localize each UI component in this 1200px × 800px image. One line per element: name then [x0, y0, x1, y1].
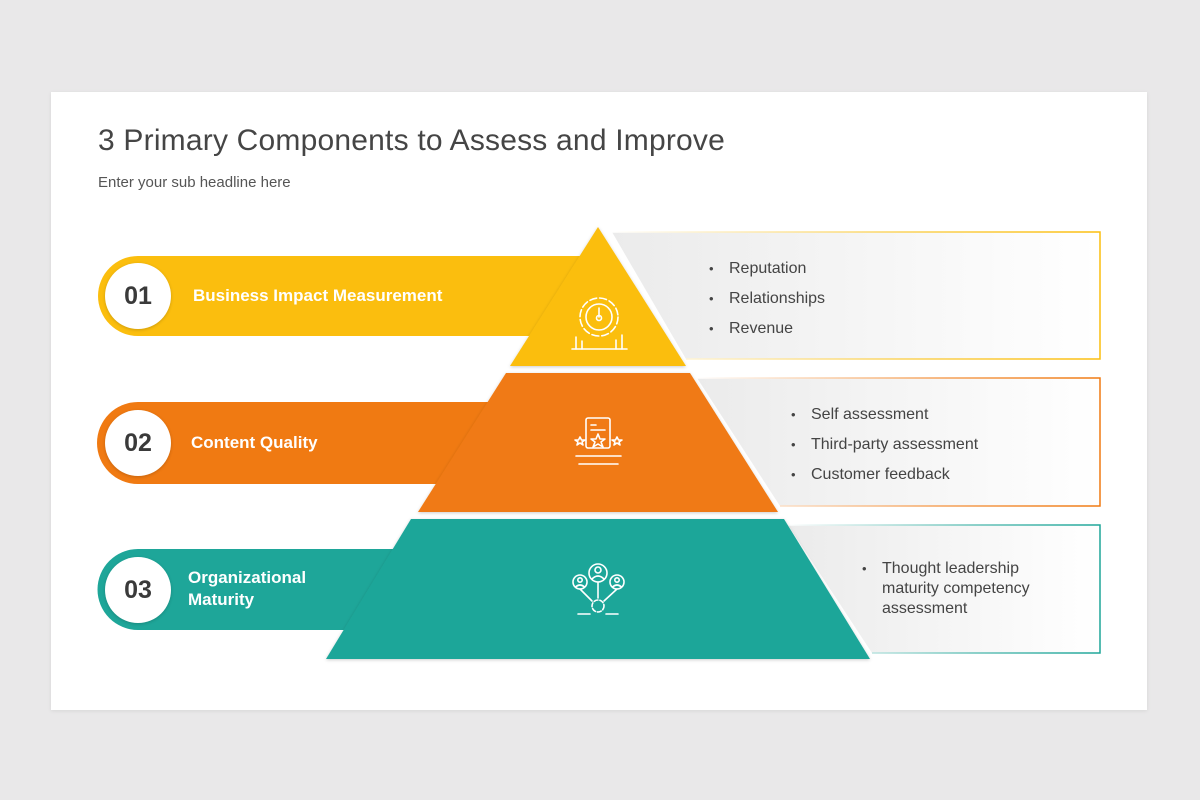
tier-label-3-line-1: Organizational: [188, 568, 307, 587]
tier-number-badge-2: 02: [105, 410, 171, 476]
rated-document-stars-icon: [574, 417, 623, 465]
tier-points-1: Reputation Relationships Revenue: [709, 254, 825, 344]
tier-points-2: Self assessment Third-party assessment C…: [791, 400, 978, 490]
tier-label-2: Content Quality: [191, 433, 318, 452]
tier-number-badge-1: 01: [105, 263, 171, 329]
info-box-1: [612, 231, 1101, 360]
tier-number-badge-3: 03: [105, 557, 171, 623]
list-item: Thought leadership maturity competency a…: [862, 559, 1052, 619]
list-item: Third-party assessment: [791, 430, 978, 460]
tier-points-3: Thought leadership maturity competency a…: [862, 559, 1052, 619]
tier-label-3-line-2: Maturity: [188, 590, 255, 609]
list-item: Revenue: [709, 314, 825, 344]
tier-bar-1: [98, 256, 585, 336]
tier-bar-2: [97, 402, 495, 484]
list-item: Customer feedback: [791, 460, 978, 490]
tier-label-3: Organizational Maturity: [188, 567, 306, 611]
pyramid-tier-1: [510, 227, 686, 366]
page-subtitle: Enter your sub headline here: [98, 174, 291, 191]
tier-bar-3: [97, 549, 406, 630]
people-network-gear-icon: [572, 563, 625, 615]
list-item: Reputation: [709, 254, 825, 284]
gear-speedometer-chart-icon: [571, 297, 628, 350]
list-item: Self assessment: [791, 400, 978, 430]
page-title: 3 Primary Components to Assess and Impro…: [98, 124, 726, 157]
list-item: Relationships: [709, 284, 825, 314]
tier-label-1: Business Impact Measurement: [193, 286, 443, 305]
pyramid-tier-2: [418, 373, 778, 512]
